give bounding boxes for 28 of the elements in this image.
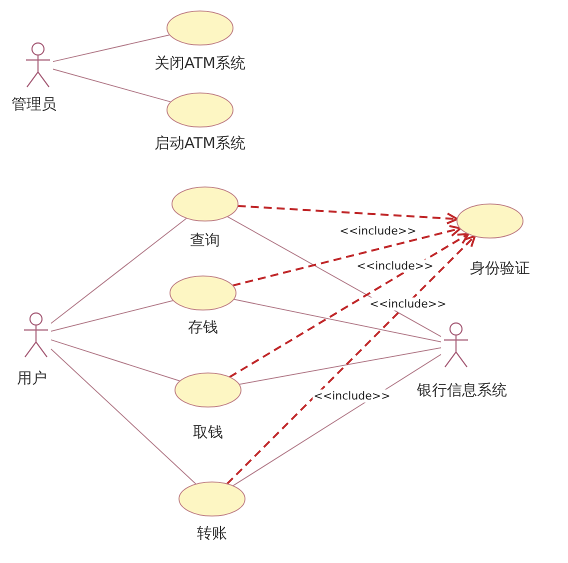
actor-label: 用户 <box>17 369 47 388</box>
edge-label: <<include>> <box>338 224 418 238</box>
actor-label: 管理员 <box>12 95 56 114</box>
association-line <box>238 347 442 385</box>
edge-label: <<include>> <box>356 260 434 272</box>
use-case-label: 存钱 <box>188 318 218 337</box>
association-line <box>50 339 180 382</box>
association-line <box>50 348 197 485</box>
use-case-label: 身份验证 <box>470 259 530 278</box>
use-case-label: 启动ATM系统 <box>154 134 246 153</box>
include-arrow <box>226 235 476 485</box>
association-line <box>50 300 174 332</box>
association-line <box>52 34 170 62</box>
association-line <box>226 216 442 338</box>
use-case-label: 关闭ATM系统 <box>154 54 246 73</box>
include-arrow <box>229 232 470 378</box>
association-line <box>50 218 188 324</box>
edge-label: <<include>> <box>312 390 392 402</box>
edge-label: <<include>> <box>368 298 448 310</box>
include-arrow <box>232 225 462 287</box>
actor-label: 银行信息系统 <box>417 381 507 400</box>
association-line <box>232 354 442 486</box>
include-arrow <box>238 204 458 224</box>
use-case-label: 查询 <box>190 231 220 250</box>
use-case-label: 取钱 <box>193 423 223 442</box>
use-case-label: 转账 <box>197 524 227 543</box>
association-line <box>233 298 442 342</box>
association-line <box>52 68 172 102</box>
